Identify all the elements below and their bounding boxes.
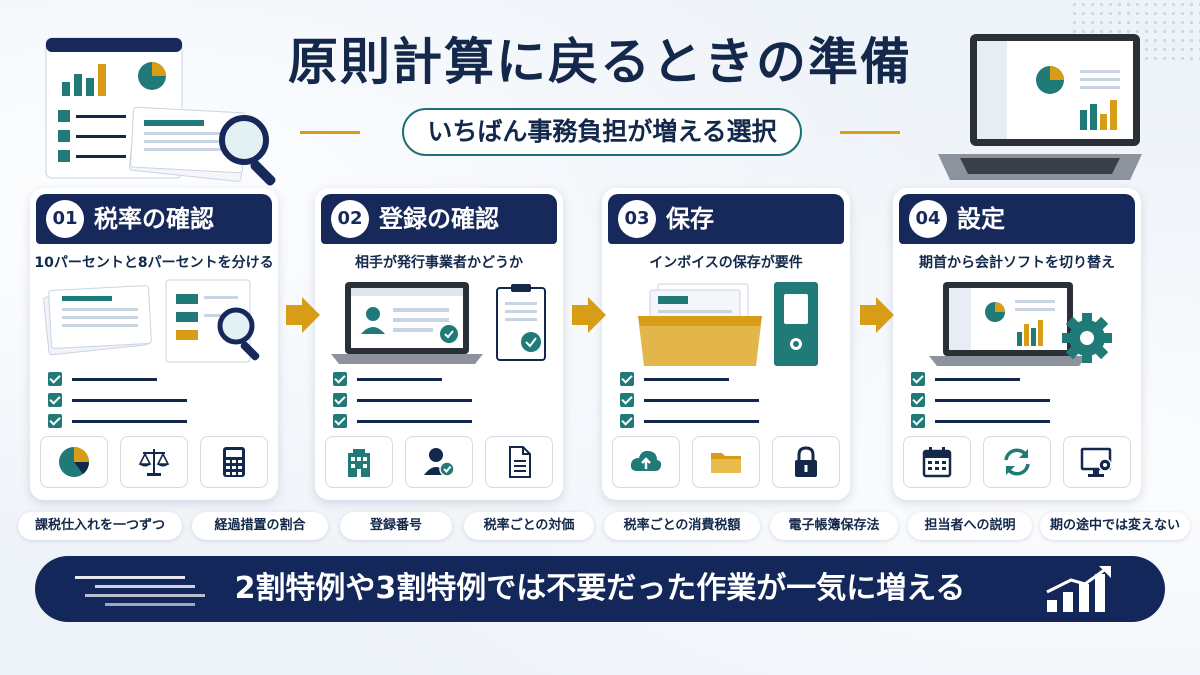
report-documents-illustration: [45, 37, 276, 186]
bottom-banner: 2割特例や3割特例では不要だった作業が一気に増える: [35, 556, 1165, 622]
checkbox-icon: [911, 414, 925, 428]
monitor-settings-icon: [1063, 436, 1131, 488]
document-icon: [485, 436, 553, 488]
checklist: [48, 370, 248, 433]
cloud-upload-icon: [612, 436, 680, 488]
tag: 課税仕入れを一つずつ: [18, 512, 182, 540]
tag: 電子帳簿保存法: [770, 512, 898, 540]
subtitle-bar: いちばん事務負担が増える選択: [0, 108, 1200, 156]
checkbox-icon: [48, 393, 62, 407]
step-header: 01 税率の確認: [36, 194, 272, 244]
tag: 税率ごとの消費税額: [604, 512, 760, 540]
page-title: 原則計算に戻るときの準備: [288, 33, 912, 91]
step-number: 03: [618, 200, 656, 238]
verified-user-icon: [405, 436, 473, 488]
step-card-2: 02 登録の確認 相手が発行事業者かどうか: [315, 188, 563, 500]
growth-chart-icon: [1046, 566, 1111, 612]
step-description: 相手が発行事業者かどうか: [355, 255, 523, 271]
checkbox-icon: [620, 414, 634, 428]
checkbox-icon: [620, 393, 634, 407]
lock-icon: [772, 436, 840, 488]
step-number: 04: [909, 200, 947, 238]
checkbox-icon: [333, 372, 347, 386]
step-label: 設定: [957, 205, 1005, 233]
icon-row: [325, 436, 553, 488]
checklist: [911, 370, 1111, 433]
tag: 税率ごとの対価: [464, 512, 594, 540]
folder-icon: [692, 436, 760, 488]
sync-icon: [983, 436, 1051, 488]
step-description: インボイスの保存が要件: [649, 255, 803, 271]
checkbox-icon: [333, 393, 347, 407]
tag: 登録番号: [340, 512, 452, 540]
laptop-gear-illustration: [929, 282, 1112, 366]
checklist: [620, 370, 820, 433]
step-description: 10パーセントと8パーセントを分ける: [34, 255, 274, 271]
step-number: 01: [46, 200, 84, 238]
laptop-clipboard-illustration: [331, 282, 546, 364]
icon-row: [612, 436, 840, 488]
checklist: [333, 370, 533, 433]
tag: 期の途中では変えない: [1040, 512, 1190, 540]
pie-chart-icon: [40, 436, 108, 488]
step-header: 04 設定: [899, 194, 1135, 244]
icon-row: [903, 436, 1131, 488]
arrow-right-icon: [286, 297, 320, 333]
icon-row: [40, 436, 268, 488]
subtitle-right-line: [840, 131, 900, 134]
checkbox-icon: [911, 372, 925, 386]
calendar-icon: [903, 436, 971, 488]
checkbox-icon: [333, 414, 347, 428]
calculator-icon: [200, 436, 268, 488]
tag: 担当者への説明: [908, 512, 1032, 540]
tag: 経過措置の割合: [192, 512, 328, 540]
speed-lines-icon: [75, 576, 205, 606]
file-box-binder-illustration: [638, 282, 818, 366]
scale-icon: [120, 436, 188, 488]
arrow-right-icon: [572, 297, 606, 333]
invoices-magnifier-illustration: [43, 279, 260, 363]
building-icon: [325, 436, 393, 488]
subtitle-left-line: [300, 131, 360, 134]
step-label: 保存: [666, 205, 714, 233]
laptop-illustration: [938, 34, 1142, 180]
banner-text: 2割特例や3割特例では不要だった作業が一気に増える: [234, 571, 966, 606]
step-card-3: 03 保存 インボイスの保存が要件: [602, 188, 850, 500]
step-header: 03 保存: [608, 194, 844, 244]
checkbox-icon: [48, 372, 62, 386]
step-description: 期首から会計ソフトを切り替え: [919, 255, 1115, 271]
checkbox-icon: [911, 393, 925, 407]
step-card-4: 04 設定 期首から会計ソフトを切り替え: [893, 188, 1141, 500]
step-label: 登録の確認: [379, 205, 499, 233]
step-label: 税率の確認: [94, 205, 214, 233]
arrow-right-icon: [860, 297, 894, 333]
step-card-1: 01 税率の確認 10パーセントと8パーセントを分ける: [30, 188, 278, 500]
subtitle: いちばん事務負担が増える選択: [402, 108, 802, 156]
checkbox-icon: [48, 414, 62, 428]
checkbox-icon: [620, 372, 634, 386]
step-number: 02: [331, 200, 369, 238]
step-header: 02 登録の確認: [321, 194, 557, 244]
